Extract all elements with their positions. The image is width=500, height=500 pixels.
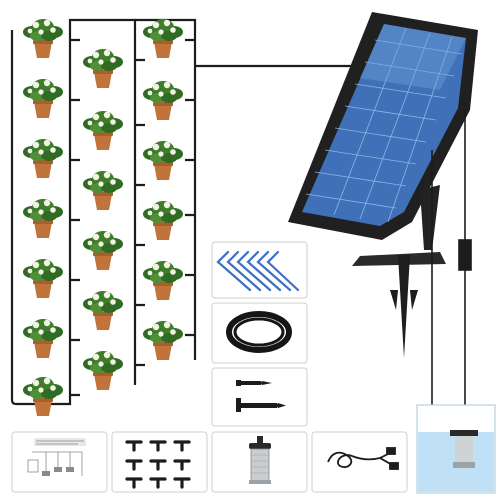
accessory-tile-tees (111, 431, 208, 493)
plant-column-middle (83, 49, 123, 390)
water-pump-icon (450, 430, 478, 468)
accessory-tile-hose (211, 302, 308, 364)
accessory-tile-filter (211, 431, 308, 493)
plant-column-left (23, 19, 63, 416)
end-plug-icon (236, 380, 286, 412)
panel-cables (431, 110, 472, 430)
pump-filter-icon (249, 436, 271, 484)
irrigation-tubing (10, 18, 392, 406)
drip-stake-icon (216, 250, 300, 292)
solar-panel-icon (288, 12, 478, 358)
water-container (416, 404, 496, 494)
plant-column-right (143, 19, 183, 360)
accessory-tile-manual (11, 431, 108, 493)
accessory-tile-stakes (211, 241, 308, 299)
hose-coil-icon (226, 311, 292, 353)
accessory-tile-plugs (211, 367, 308, 427)
cable-icon (327, 447, 399, 470)
instruction-manual-icon (27, 438, 86, 476)
tee-connector-icon (125, 440, 191, 489)
accessory-tile-cable (311, 431, 408, 493)
